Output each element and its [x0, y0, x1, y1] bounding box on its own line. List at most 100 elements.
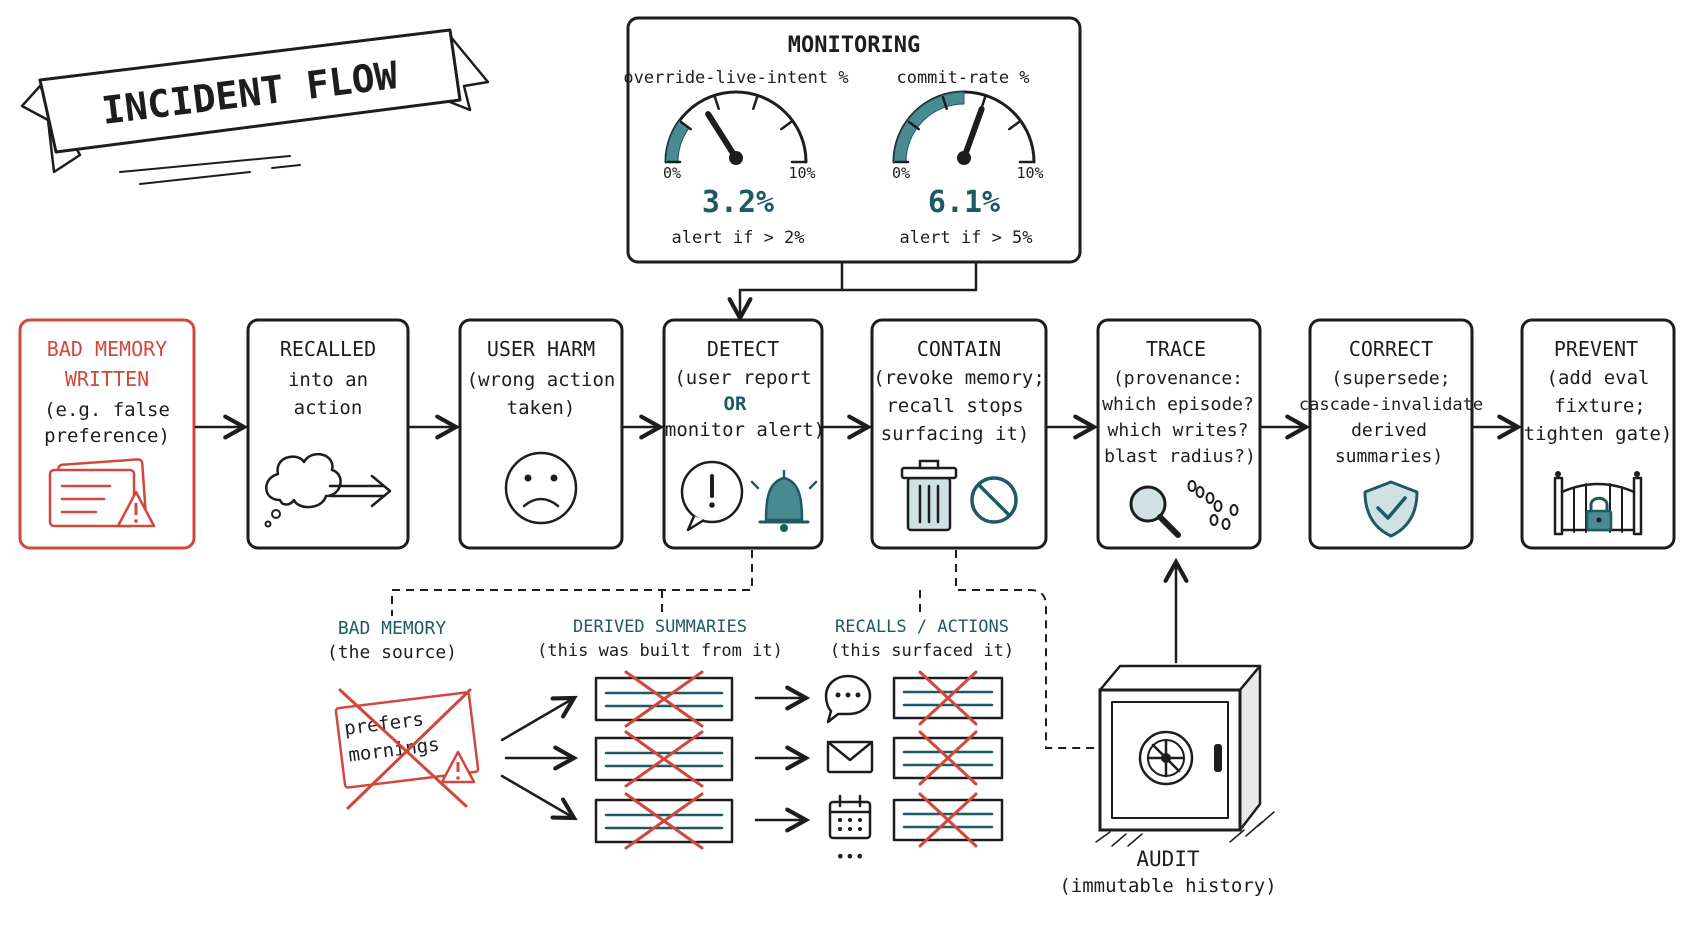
chat-icon [824, 674, 872, 724]
more-ellipsis: ••• [836, 847, 865, 866]
gauge-alert-text: alert if > 5% [899, 228, 1032, 248]
gauge-override-live-intent: override-live-intent % 0% 10% 3.2% alert… [623, 68, 848, 248]
gauge-ticks [666, 96, 806, 164]
step-contain: CONTAIN (revoke memory; recall stops sur… [870, 318, 1048, 550]
gauge-max-label: 10% [788, 164, 815, 182]
gauge-min-label: 0% [892, 164, 910, 182]
gauge-ticks [894, 96, 1034, 164]
monitoring-panel: MONITORING override-live-intent % 0% 10%… [623, 16, 1082, 264]
step-title: BAD MEMORY [47, 337, 167, 361]
step-desc: recall stops [886, 395, 1023, 417]
gauge-needle [961, 106, 985, 161]
dashed-connectors [391, 550, 1098, 749]
step-desc: cascade-invalidate [1299, 395, 1483, 415]
step-desc: tighten gate) [1524, 423, 1673, 445]
step-title: WRITTEN [65, 367, 149, 391]
step-correct: CORRECT (supersede; cascade-invalidate d… [1299, 318, 1483, 550]
step-recalled: RECALLED into an action [246, 318, 410, 550]
gauge-value: 3.2% [702, 185, 774, 220]
gauge-commit-rate: commit-rate % 0% 10% 6.1% alert if > 5% [892, 68, 1044, 248]
step-desc: surfacing it) [881, 423, 1030, 445]
step-desc: (e.g. false [44, 399, 170, 421]
trash-block-icon [900, 459, 1018, 532]
step-desc: (supersede; [1331, 368, 1450, 389]
recall-card [892, 670, 1004, 726]
recalls-title: RECALLS / ACTIONS [835, 617, 1009, 637]
step-title: DETECT [707, 337, 779, 361]
gauge-tick [713, 96, 720, 110]
gauge-min-label: 0% [663, 164, 681, 182]
step-title: TRACE [1146, 337, 1206, 361]
step-desc-or: OR [724, 393, 747, 415]
step-title: CONTAIN [917, 337, 1001, 361]
derived-title: DERIVED SUMMARIES [573, 617, 747, 637]
derived-subtitle: (this was built from it) [537, 641, 783, 661]
source-title: BAD MEMORY [338, 618, 447, 639]
step-desc: into an [288, 369, 368, 391]
magnifier-footprints-icon [1129, 480, 1239, 538]
source-memory-card: prefers mornings [334, 688, 480, 810]
mail-icon [826, 740, 874, 774]
gauge-value: 6.1% [928, 185, 1000, 220]
gauge-tick [679, 120, 692, 131]
gauge-hub [729, 151, 743, 165]
step-desc: summaries) [1335, 446, 1443, 467]
step-desc: preference) [44, 425, 170, 447]
monitoring-title: MONITORING [788, 33, 920, 58]
derived-summary-card [594, 792, 734, 850]
gauge-max-label: 10% [1016, 164, 1043, 182]
alert-bell-icon [680, 460, 818, 532]
gauge-hub [957, 151, 971, 165]
step-desc: (add eval [1547, 367, 1650, 389]
step-desc: which episode? [1102, 394, 1254, 415]
gauge-tick [752, 96, 759, 110]
gauge-label: commit-rate % [896, 68, 1029, 88]
recall-card [892, 730, 1004, 786]
gauge-tick [780, 120, 793, 131]
step-desc: action [294, 397, 363, 419]
source-subtitle: (the source) [327, 642, 457, 663]
gauge-label: override-live-intent % [623, 68, 848, 88]
gauge-tick [907, 120, 920, 131]
step-trace: TRACE (provenance: which episode? which … [1096, 318, 1262, 550]
thought-arrow-icon [264, 452, 392, 528]
step-title: RECALLED [280, 337, 376, 361]
step-desc: blast radius?) [1104, 446, 1256, 467]
gauge-alert-text: alert if > 2% [671, 228, 804, 248]
calendar-icon [828, 794, 872, 840]
gauge-needle [705, 111, 739, 161]
step-desc: fixture; [1554, 395, 1646, 417]
step-detect: DETECT (user report OR monitor alert) [662, 318, 825, 550]
step-desc: (provenance: [1113, 368, 1243, 389]
step-desc: (user report [674, 367, 811, 389]
gauge-tick [1008, 120, 1021, 131]
step-user-harm: USER HARM (wrong action taken) [458, 318, 624, 550]
audit-title: AUDIT [1136, 847, 1200, 871]
shield-check-icon [1363, 480, 1419, 538]
step-prevent: PREVENT (add eval fixture; tighten gate) [1520, 318, 1676, 550]
step-desc: which writes? [1108, 420, 1249, 441]
step-desc: monitor alert) [665, 419, 825, 441]
step-title: CORRECT [1349, 337, 1433, 361]
step-desc: derived [1351, 420, 1427, 441]
recalls-subtitle: (this surfaced it) [830, 641, 1014, 661]
warning-card-icon [48, 458, 156, 528]
gauge-tick [941, 96, 948, 110]
sad-face-icon [504, 451, 578, 525]
step-title: PREVENT [1554, 337, 1638, 361]
audit-safe: AUDIT (immutable history) [1059, 562, 1277, 897]
gauge-threshold-band [893, 91, 965, 163]
title-banner: INCIDENT FLOW [20, 28, 490, 185]
monitoring-connector [740, 260, 978, 318]
derived-summary-card [594, 670, 734, 728]
step-title: USER HARM [487, 337, 595, 361]
locked-gate-icon [1553, 471, 1643, 536]
step-desc: (revoke memory; [873, 367, 1045, 389]
step-bad-memory: BAD MEMORY WRITTEN (e.g. false preferenc… [18, 318, 196, 550]
audit-subtitle: (immutable history) [1059, 875, 1276, 897]
blast-radius-section: BAD MEMORY (the source) DERIVED SUMMARIE… [327, 617, 1014, 866]
recall-card [892, 792, 1004, 848]
derived-summary-card [594, 730, 734, 788]
step-desc: taken) [507, 397, 576, 419]
